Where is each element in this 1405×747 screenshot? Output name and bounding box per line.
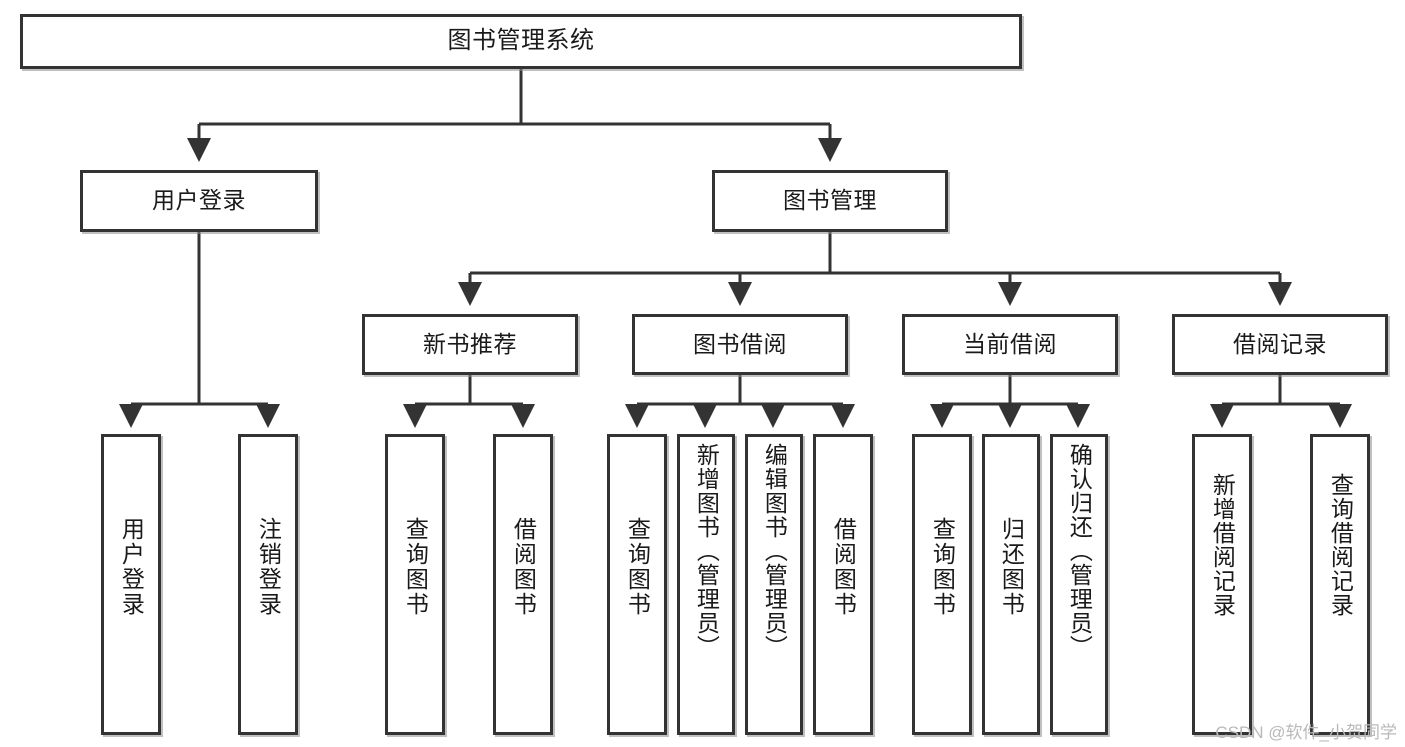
node-leaf-query-book-3-label: 查询图书 [929, 517, 956, 617]
node-book-borrow[interactable]: 图书借阅 [632, 314, 848, 375]
node-leaf-query-book-2-label: 查询图书 [624, 517, 651, 617]
node-leaf-add-record-label: 新增借阅记录 [1209, 473, 1236, 617]
node-leaf-user-login-label: 用户登录 [118, 517, 145, 617]
node-leaf-confirm-return-label: 确认归还（管理员） [1066, 443, 1093, 659]
node-book-manage-label: 图书管理 [783, 187, 877, 214]
node-leaf-borrow-book-2[interactable]: 借阅图书 [813, 434, 873, 735]
node-new-book-recommend[interactable]: 新书推荐 [362, 314, 578, 375]
node-leaf-edit-book[interactable]: 编辑图书（管理员） [745, 434, 803, 735]
node-root-label: 图书管理系统 [447, 27, 595, 55]
node-leaf-borrow-book-2-label: 借阅图书 [830, 517, 857, 617]
node-borrow-record[interactable]: 借阅记录 [1172, 314, 1388, 375]
node-leaf-query-book-3[interactable]: 查询图书 [912, 434, 972, 735]
node-leaf-add-book-label: 新增图书（管理员） [693, 443, 720, 659]
csdn-watermark: CSDN @软件_小贺同学 [1215, 723, 1397, 742]
node-leaf-query-record-label: 查询借阅记录 [1327, 473, 1354, 617]
node-leaf-query-book-2[interactable]: 查询图书 [607, 434, 667, 735]
node-leaf-return-book-label: 归还图书 [998, 517, 1025, 617]
node-leaf-add-record[interactable]: 新增借阅记录 [1192, 434, 1252, 735]
node-leaf-query-record[interactable]: 查询借阅记录 [1310, 434, 1370, 735]
node-current-borrow[interactable]: 当前借阅 [902, 314, 1118, 375]
node-leaf-user-login[interactable]: 用户登录 [101, 434, 161, 735]
node-leaf-confirm-return[interactable]: 确认归还（管理员） [1050, 434, 1108, 735]
node-book-borrow-label: 图书借阅 [693, 330, 787, 357]
node-user-login-label: 用户登录 [152, 187, 246, 214]
node-leaf-logout-label: 注销登录 [255, 517, 282, 617]
node-leaf-query-book-1-label: 查询图书 [402, 517, 429, 617]
node-leaf-borrow-book-1-label: 借阅图书 [510, 517, 537, 617]
node-leaf-borrow-book-1[interactable]: 借阅图书 [493, 434, 553, 735]
node-new-book-recommend-label: 新书推荐 [423, 330, 517, 357]
node-book-manage[interactable]: 图书管理 [712, 170, 948, 232]
node-user-login[interactable]: 用户登录 [80, 170, 318, 232]
node-leaf-add-book[interactable]: 新增图书（管理员） [677, 434, 735, 735]
node-leaf-query-book-1[interactable]: 查询图书 [385, 434, 445, 735]
node-current-borrow-label: 当前借阅 [963, 330, 1057, 357]
node-leaf-return-book[interactable]: 归还图书 [982, 434, 1040, 735]
node-borrow-record-label: 借阅记录 [1233, 330, 1327, 357]
node-root[interactable]: 图书管理系统 [20, 14, 1022, 69]
node-leaf-logout[interactable]: 注销登录 [238, 434, 298, 735]
node-leaf-edit-book-label: 编辑图书（管理员） [761, 443, 788, 659]
